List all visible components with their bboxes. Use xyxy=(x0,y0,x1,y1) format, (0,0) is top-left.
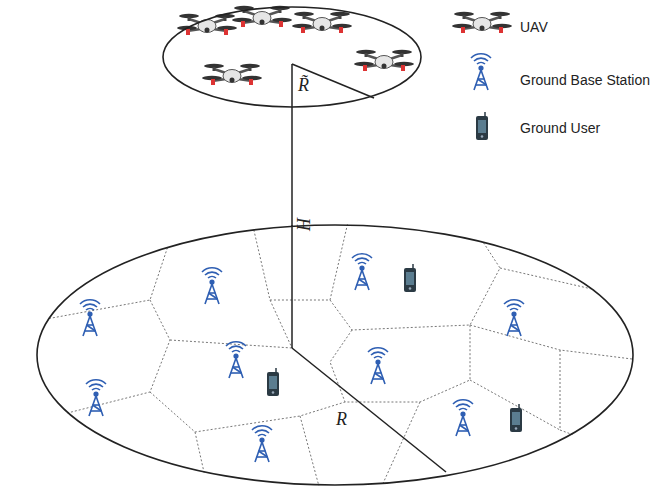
height-label: H xyxy=(294,217,312,230)
ellipse-outline xyxy=(36,224,634,486)
legend-text: Ground Base Station xyxy=(520,73,650,87)
coverage-ellipse: R̃ xyxy=(162,6,422,108)
radius-label: R xyxy=(336,410,347,428)
ellipse-outline xyxy=(162,6,422,108)
coverage-ellipse: R xyxy=(36,224,634,486)
legend-text: Ground User xyxy=(520,121,600,135)
altitude-line xyxy=(291,107,293,226)
radius-label: R̃ xyxy=(298,76,309,94)
legend-text: UAV xyxy=(520,20,548,34)
